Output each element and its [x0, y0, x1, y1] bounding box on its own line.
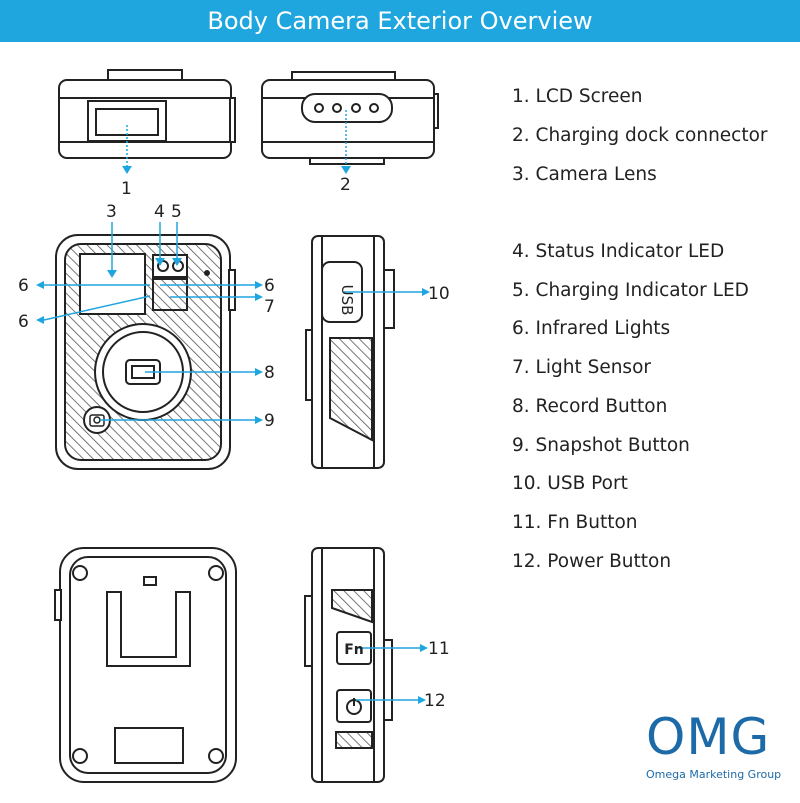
- logo-mark: OMG: [646, 708, 771, 766]
- legend-item-8: 8. Record Button: [512, 396, 668, 417]
- legend-item-2: 2. Charging dock connector: [512, 125, 768, 146]
- legend-item-12: 12. Power Button: [512, 551, 672, 572]
- callout-7: 7: [264, 297, 275, 317]
- front-view: [55, 234, 236, 470]
- legend-item-3: 3. Camera Lens: [512, 164, 657, 185]
- back-view: [54, 547, 237, 783]
- legend-item-4: 4. Status Indicator LED: [512, 241, 725, 262]
- callout-3: 3: [106, 202, 117, 222]
- legend-item-6: 6. Infrared Lights: [512, 318, 671, 339]
- callout-6-right: 6: [264, 276, 275, 296]
- callout-10: 10: [428, 284, 450, 304]
- title-banner: Body Camera Exterior Overview: [0, 0, 800, 42]
- leader-lines: [36, 110, 430, 704]
- side-view-usb: [305, 235, 395, 469]
- callout-8: 8: [264, 363, 275, 383]
- omg-logo: OMG Omega Marketing Group: [590, 708, 790, 798]
- callout-numbers: 1 2 3 4 5 6 6 6 7 8 9 10 11 12: [18, 175, 450, 711]
- callout-6-left-bottom: 6: [18, 312, 29, 332]
- callout-1: 1: [121, 179, 132, 199]
- top-view-dock: [261, 71, 439, 165]
- fn-button-label: Fn: [344, 642, 364, 658]
- callout-2: 2: [340, 175, 351, 195]
- usb-port-label: USB: [338, 285, 356, 316]
- callout-5: 5: [171, 202, 182, 222]
- callout-11: 11: [428, 639, 450, 659]
- legend-item-11: 11. Fn Button: [512, 512, 638, 533]
- legend-item-5: 5. Charging Indicator LED: [512, 280, 749, 301]
- legend-item-9: 9. Snapshot Button: [512, 435, 690, 456]
- side-view-buttons: [304, 547, 393, 783]
- callout-12: 12: [424, 691, 446, 711]
- callout-9: 9: [264, 411, 275, 431]
- callout-4: 4: [154, 202, 165, 222]
- callout-6-left-top: 6: [18, 276, 29, 296]
- legend-item-7: 7. Light Sensor: [512, 357, 651, 378]
- legend-item-10: 10. USB Port: [512, 473, 628, 494]
- top-view-lcd: [58, 69, 236, 159]
- legend-item-1: 1. LCD Screen: [512, 86, 643, 107]
- logo-subtitle: Omega Marketing Group: [646, 768, 782, 781]
